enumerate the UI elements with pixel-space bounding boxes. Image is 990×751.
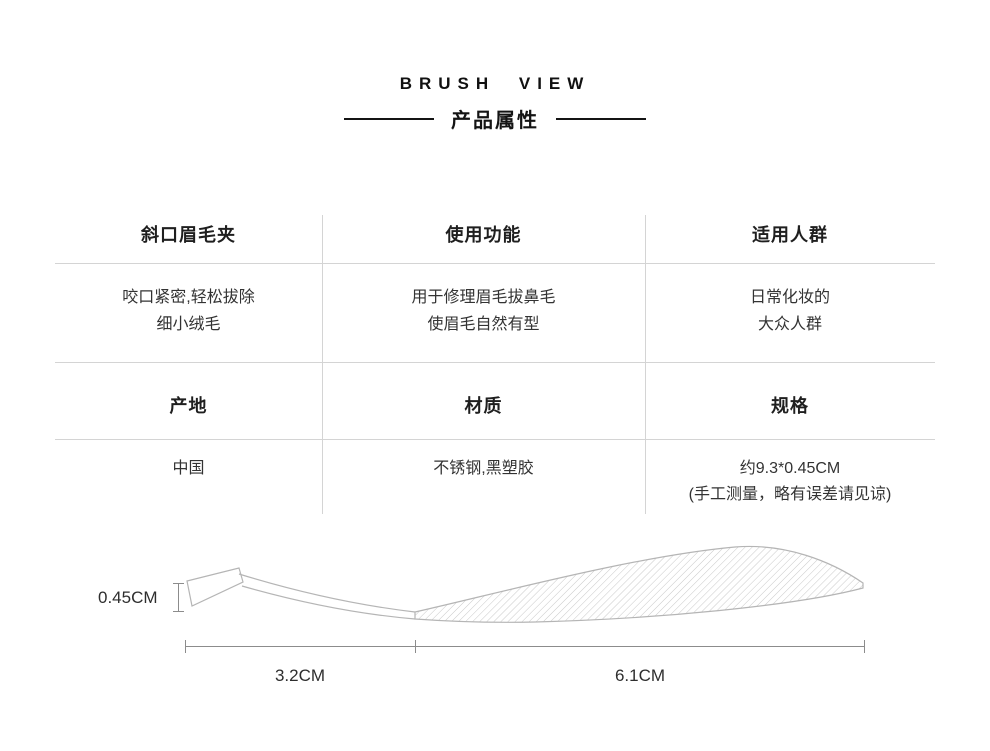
attr-value-line: 约9.3*0.45CM [739, 460, 841, 477]
header-row-2: 产地 材质 规格 [55, 363, 935, 440]
column-divider-left [322, 215, 323, 514]
attr-header-spec: 规格 [771, 396, 809, 416]
attribute-table: 斜口眉毛夹 使用功能 适用人群 咬口紧密,轻松拔除 细小绒毛 用于修理眉毛拔鼻毛… [55, 213, 935, 518]
attr-value-line: 用于修理眉毛拔鼻毛 [411, 289, 556, 306]
attr-value-origin: 中国 [55, 440, 322, 518]
attr-header-audience: 适用人群 [752, 225, 828, 245]
attr-header-function: 使用功能 [445, 225, 522, 245]
page-header: BRUSH VIEW 产品属性 [0, 0, 990, 133]
section-title: 产品属性 [451, 110, 539, 132]
section-title-row: 产品属性 [0, 104, 990, 133]
attr-header-material: 材质 [464, 396, 503, 416]
bracket-stem [178, 584, 179, 611]
dimension-tick-right [864, 640, 865, 653]
thickness-bracket-icon [173, 583, 184, 612]
dimension-tick-left [185, 640, 186, 653]
thickness-label: 0.45CM [98, 588, 158, 607]
dimension-diagram: 0.45CM 3.2CM 6.1CM [0, 528, 990, 728]
attr-value-line: 中国 [172, 460, 205, 477]
body-length-label: 6.1CM [614, 666, 666, 685]
attr-header-product-type: 斜口眉毛夹 [141, 225, 236, 245]
attr-value-audience: 日常化妆的 大众人群 [645, 264, 935, 362]
brand-title: BRUSH VIEW [399, 74, 591, 93]
attr-value-line: 大众人群 [757, 316, 822, 333]
length-dimension: 3.2CM 6.1CM [185, 640, 865, 692]
bracket-cap-bottom [173, 611, 184, 612]
column-divider-right [645, 215, 646, 514]
attr-value-material: 不锈钢,黑塑胶 [322, 440, 645, 518]
attr-value-line: 使眉毛自然有型 [427, 316, 540, 333]
dimension-line [185, 646, 865, 647]
dimension-tick-middle [415, 640, 416, 653]
tip-length-label: 3.2CM [274, 666, 326, 685]
attr-value-product-type: 咬口紧密,轻松拔除 细小绒毛 [55, 264, 322, 362]
header-row-1: 斜口眉毛夹 使用功能 适用人群 [55, 213, 935, 264]
attr-value-line: 日常化妆的 [749, 289, 830, 306]
attr-value-line: 细小绒毛 [156, 316, 221, 333]
attr-value-function: 用于修理眉毛拔鼻毛 使眉毛自然有型 [322, 264, 645, 362]
value-row-1: 咬口紧密,轻松拔除 细小绒毛 用于修理眉毛拔鼻毛 使眉毛自然有型 日常化妆的 大… [55, 264, 935, 363]
attr-value-line: (手工测量，略有误差请见谅) [688, 486, 892, 503]
attr-header-origin: 产地 [169, 396, 208, 416]
attr-value-line: 不锈钢,黑塑胶 [433, 460, 534, 477]
value-row-2: 中国 不锈钢,黑塑胶 约9.3*0.45CM (手工测量，略有误差请见谅) [55, 440, 935, 518]
attr-value-line: 咬口紧密,轻松拔除 [122, 289, 255, 306]
tweezer-sketch-icon [186, 545, 864, 623]
attr-value-spec: 约9.3*0.45CM (手工测量，略有误差请见谅) [645, 440, 935, 518]
title-line-right [556, 117, 646, 120]
bracket-cap-top [173, 583, 184, 584]
title-line-left [344, 117, 434, 120]
